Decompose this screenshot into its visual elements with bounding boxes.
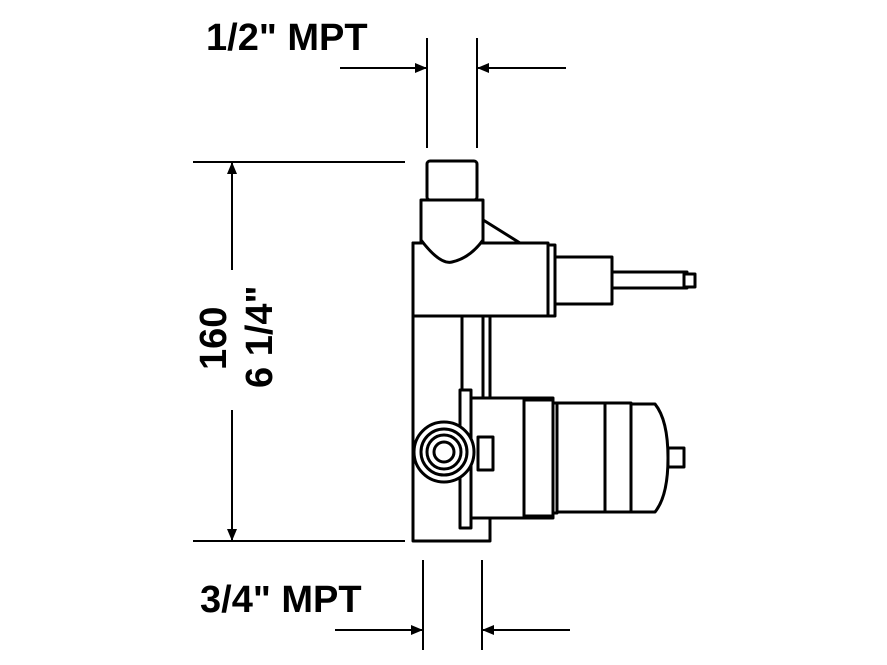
inlet-fitting (412, 420, 476, 484)
top-dimension: 1/2" MPT (206, 17, 566, 148)
valve-body (411, 159, 697, 543)
bottom-dimension: 3/4" MPT (200, 560, 570, 650)
height-dimension: 160 6 1/4" (193, 161, 405, 542)
thermostat-cartridge (458, 388, 686, 530)
top-connection-label: 1/2" MPT (206, 17, 368, 59)
height-mm-label: 160 (193, 307, 235, 370)
height-in-label: 6 1/4" (239, 285, 281, 388)
bottom-connection-label: 3/4" MPT (200, 579, 362, 621)
